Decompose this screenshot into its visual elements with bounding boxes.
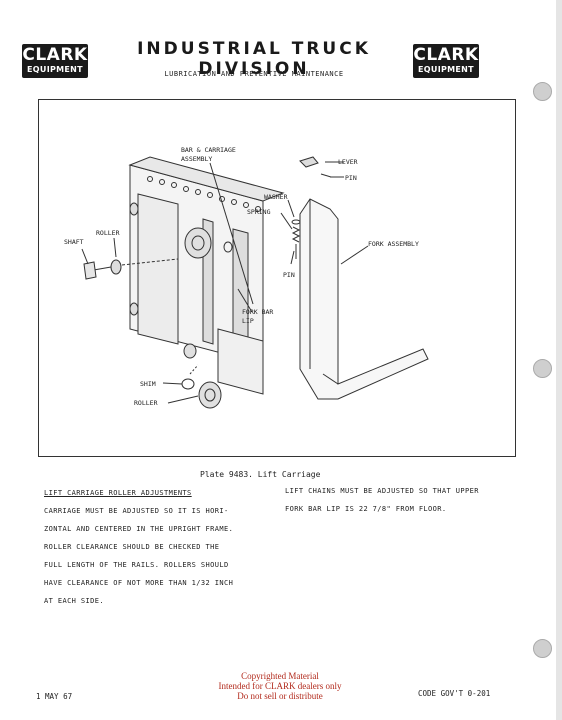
carriage-top-edge xyxy=(128,156,285,202)
right-line-2: FORK BAR LIP IS 22 7/8" FROM FLOOR. xyxy=(285,505,447,513)
punch-hole-top xyxy=(533,82,552,101)
copyright-line-3: Do not sell or distribute xyxy=(237,691,323,701)
logo-right-line2: EQUIPMENT xyxy=(418,65,474,74)
left-column-text: LIFT CARRIAGE ROLLER ADJUSTMENTS CARRIAG… xyxy=(44,484,233,610)
copyright-line-1: Copyrighted Material xyxy=(241,671,319,681)
left-line-5: HAVE CLEARANCE OF NOT MORE THAN 1/32 INC… xyxy=(44,579,234,587)
label-bar-carriage-2: ASSEMBLY xyxy=(181,155,212,163)
roller-bottom-shape xyxy=(198,381,222,409)
carriage-roller-top xyxy=(184,227,212,259)
page-edge xyxy=(556,0,562,720)
lever-shape xyxy=(299,156,319,168)
label-roller-top: ROLLER xyxy=(96,229,120,237)
copyright-line-2: Intended for CLARK dealers only xyxy=(218,681,342,691)
label-washer: WASHER xyxy=(264,193,288,201)
left-line-1: CARRIAGE MUST BE ADJUSTED SO IT IS HORI- xyxy=(44,507,229,515)
diagram-labels: BAR & CARRIAGE ASSEMBLY LEVER PIN WASHER… xyxy=(64,146,419,407)
fork-bar-lip-shape xyxy=(217,328,264,395)
left-line-4: FULL LENGTH OF THE RAILS. ROLLERS SHOULD xyxy=(44,561,229,569)
left-line-6: AT EACH SIDE. xyxy=(44,597,104,605)
logo-left-line2: EQUIPMENT xyxy=(27,65,83,74)
logo-left-line1: CLARK xyxy=(22,45,88,65)
footer-date: 1 MAY 67 xyxy=(36,692,73,701)
label-roller-bottom: ROLLER xyxy=(134,399,158,407)
label-bar-carriage-1: BAR & CARRIAGE xyxy=(181,146,236,154)
left-line-3: ROLLER CLEARANCE SHOULD BE CHECKED THE xyxy=(44,543,220,551)
right-line-1: LIFT CHAINS MUST BE ADJUSTED SO THAT UPP… xyxy=(285,487,479,495)
shaft-shape xyxy=(83,261,97,280)
label-fork-bar-lip-2: LIP xyxy=(242,317,254,325)
label-lever: LEVER xyxy=(338,158,358,166)
section-heading: LIFT CARRIAGE ROLLER ADJUSTMENTS xyxy=(44,489,192,497)
page-title: INDUSTRIAL TRUCK DIVISION xyxy=(137,39,371,79)
clark-logo-left: CLARK EQUIPMENT xyxy=(22,44,88,78)
label-fork-bar-lip-1: FORK BAR xyxy=(242,308,273,316)
roller-left-shape xyxy=(110,259,122,275)
punch-hole-middle xyxy=(533,359,552,378)
label-fork-assembly: FORK ASSEMBLY xyxy=(368,240,419,248)
fork-shape xyxy=(299,198,429,400)
label-shim: SHIM xyxy=(140,380,156,388)
carriage-side-plate xyxy=(137,193,179,345)
label-spring: SPRING xyxy=(247,208,271,216)
figure-caption: Plate 9483. Lift Carriage xyxy=(200,470,321,479)
logo-right-line1: CLARK xyxy=(413,45,479,65)
clark-logo-right: CLARK EQUIPMENT xyxy=(413,44,479,78)
right-column-text: LIFT CHAINS MUST BE ADJUSTED SO THAT UPP… xyxy=(285,482,479,518)
page-subtitle: LUBRICATION AND PREVENTIVE MAINTENANCE xyxy=(164,70,344,78)
lift-carriage-diagram: BAR & CARRIAGE ASSEMBLY LEVER PIN WASHER… xyxy=(64,146,429,409)
carriage-teeth xyxy=(147,176,261,212)
label-pin-top: PIN xyxy=(345,174,357,182)
label-shaft: SHAFT xyxy=(64,238,84,246)
copyright-watermark: Copyrighted Material Intended for CLARK … xyxy=(205,671,355,701)
punch-hole-bottom xyxy=(533,639,552,658)
left-line-2: ZONTAL AND CENTERED IN THE UPRIGHT FRAME… xyxy=(44,525,234,533)
footer-code: CODE GOV'T 0-201 xyxy=(418,689,491,698)
label-pin-mid: PIN xyxy=(283,271,295,279)
figure-frame xyxy=(38,99,516,457)
